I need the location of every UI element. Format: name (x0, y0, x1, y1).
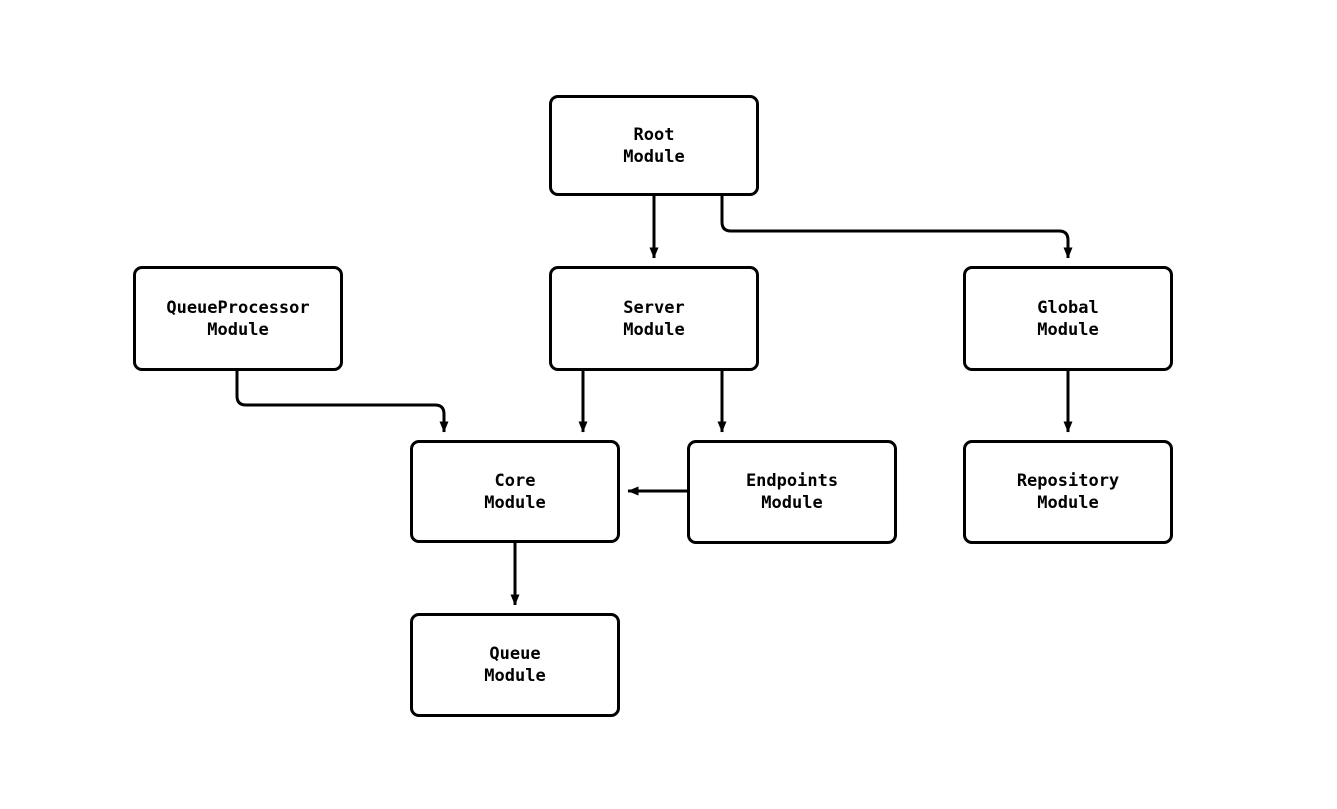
node-label-secondary: Module (623, 319, 685, 340)
edge-queueprocessor-core (235, 371, 449, 433)
node-label-primary: Core (494, 470, 536, 491)
node-label-secondary: Module (1037, 319, 1099, 340)
node-label-secondary: Module (1037, 493, 1099, 513)
node-label-secondary: Module (484, 492, 546, 513)
edges-group (235, 196, 1073, 606)
node-label-primary: QueueProcessor (166, 297, 310, 318)
node-label-secondary: Module (207, 319, 269, 340)
node-label-secondary: Module (761, 493, 823, 513)
node-label-secondary: Module (623, 146, 685, 167)
edge-root-global (720, 196, 1073, 259)
node-label-primary: Server (623, 297, 685, 318)
node-label-primary: Queue (489, 644, 541, 664)
node-label-primary: Repository (1016, 471, 1120, 491)
node-label-primary: Root (633, 124, 675, 145)
node-label-secondary: Module (484, 666, 546, 686)
node-label-primary: Endpoints (745, 471, 839, 491)
node-label-primary: Global (1037, 297, 1099, 318)
